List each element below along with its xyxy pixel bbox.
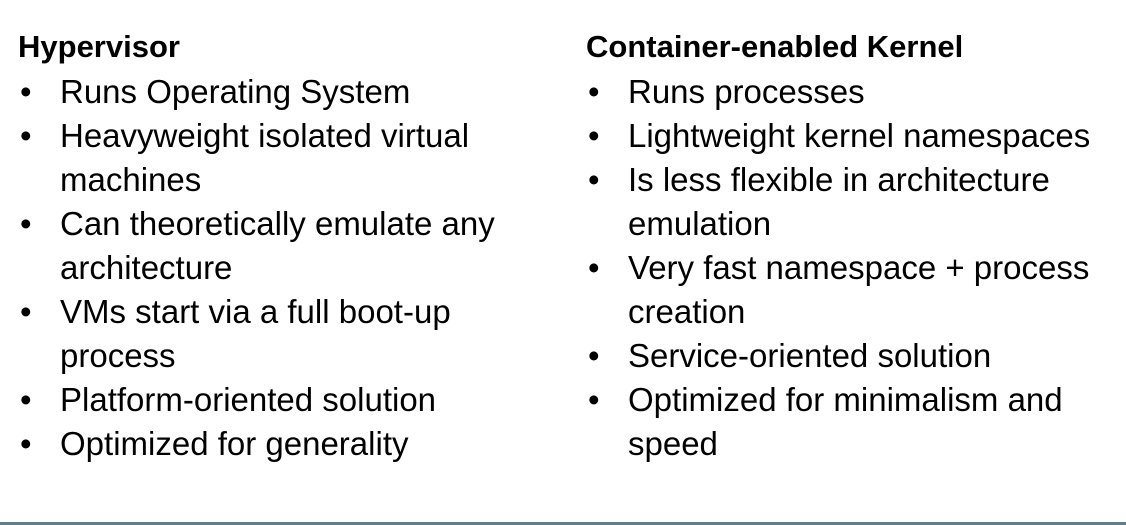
list-item-text: Runs processes [628,73,865,110]
bullet-icon: • [588,117,600,154]
list-item-text: Very fast namespace + process creation [628,249,1090,330]
hypervisor-heading: Hypervisor [18,29,180,64]
list-item: • VMs start via a full boot-up process [18,290,573,378]
bullet-icon: • [588,249,600,286]
list-item: • Lightweight kernel namespaces [586,114,1121,158]
list-item: • Runs processes [586,70,1121,114]
list-item-text: Can theoretically emulate any architectu… [60,205,495,286]
list-item: • Service-oriented solution [586,334,1121,378]
bullet-icon: • [588,381,600,418]
bullet-icon: • [20,293,32,330]
bullet-icon: • [20,73,32,110]
list-item: • Runs Operating System [18,70,573,114]
list-item-text: Heavyweight isolated virtual machines [60,117,470,198]
bullet-icon: • [588,337,600,374]
container-kernel-list: • Runs processes • Lightweight kernel name… [586,70,1121,466]
bullet-icon: • [20,425,32,462]
list-item: • Platform-oriented solution [18,378,573,422]
list-item: • Optimized for generality [18,422,573,466]
bullet-icon: • [20,205,32,242]
list-item: • Optimized for minimalism and speed [586,378,1121,466]
list-item: • Heavyweight isolated virtual machines [18,114,573,202]
list-item-text: Optimized for minimalism and speed [628,381,1063,462]
bullet-icon: • [20,381,32,418]
bottom-divider [0,522,1126,525]
container-kernel-column: Container-enabled Kernel • Runs processes… [586,25,1121,466]
hypervisor-column: Hypervisor • Runs Operating System • Heavy… [18,25,573,466]
list-item: • Is less flexible in architecture emulat… [586,158,1121,246]
container-kernel-heading: Container-enabled Kernel [586,29,964,64]
list-item-text: Runs Operating System [60,73,411,110]
list-item-text: VMs start via a full boot-up process [60,293,451,374]
list-item: • Very fast namespace + process creation [586,246,1121,334]
list-item-text: Service-oriented solution [628,337,992,374]
bullet-icon: • [588,73,600,110]
list-item-text: Optimized for generality [60,425,409,462]
list-item-text: Platform-oriented solution [60,381,437,418]
list-item: • Can theoretically emulate any architect… [18,202,573,290]
bullet-icon: • [588,161,600,198]
hypervisor-list: • Runs Operating System • Heavyweight isol… [18,70,573,466]
list-item-text: Is less flexible in architecture emulati… [628,161,1050,242]
bullet-icon: • [20,117,32,154]
list-item-text: Lightweight kernel namespaces [628,117,1091,154]
